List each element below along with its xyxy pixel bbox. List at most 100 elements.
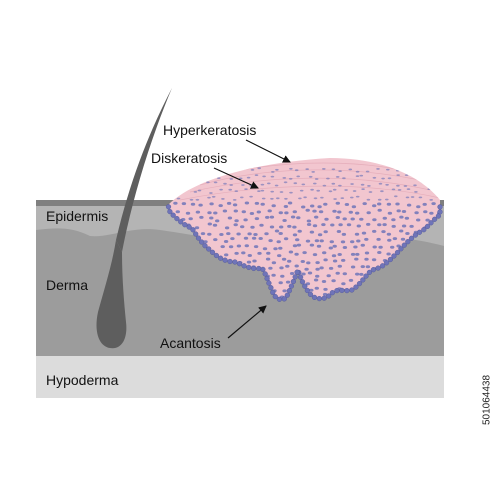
label-acantosis: Acantosis: [160, 335, 221, 351]
cell-nucleus: [385, 183, 389, 186]
cell-nucleus: [427, 188, 432, 191]
basal-cell: [424, 223, 431, 230]
cell-nucleus: [386, 252, 391, 256]
cell-nucleus: [296, 216, 301, 220]
cell-nucleus: [257, 190, 261, 193]
cell-nucleus: [271, 171, 275, 173]
basal-cell: [260, 266, 266, 273]
basal-cell: [195, 235, 202, 241]
cell-nucleus: [354, 257, 359, 261]
cell-nucleus: [203, 240, 208, 244]
cell-nucleus: [372, 204, 377, 208]
cell-nucleus: [392, 237, 398, 241]
cell-nucleus: [169, 169, 173, 172]
cell-nucleus: [372, 245, 377, 249]
cell-nucleus: [253, 245, 259, 249]
stock-image-id: 501064438: [479, 375, 495, 425]
cell-nucleus: [399, 215, 404, 219]
basal-cell: [193, 231, 199, 237]
cell-nucleus: [386, 202, 392, 206]
basal-cell: [190, 227, 196, 233]
cell-nucleus: [217, 177, 221, 180]
cell-nucleus: [213, 211, 218, 215]
cell-nucleus: [283, 181, 288, 184]
cell-nucleus: [283, 237, 289, 241]
cell-nucleus: [346, 223, 352, 227]
cell-nucleus: [315, 261, 320, 265]
cell-nucleus: [391, 224, 396, 228]
cell-nucleus: [360, 243, 365, 247]
cell-nucleus: [274, 229, 280, 233]
cell-nucleus: [213, 238, 218, 242]
cell-nucleus: [331, 168, 336, 171]
cell-nucleus: [396, 209, 401, 213]
cell-nucleus: [413, 184, 417, 187]
cell-nucleus: [315, 274, 320, 278]
cell-nucleus: [322, 292, 328, 296]
cell-nucleus: [441, 198, 445, 200]
cell-nucleus: [236, 232, 241, 236]
basal-cell: [316, 296, 322, 302]
cell-nucleus: [189, 198, 194, 201]
cell-nucleus: [316, 244, 322, 248]
basal-cell: [304, 287, 311, 294]
cell-nucleus: [241, 210, 246, 214]
cell-nucleus: [322, 168, 326, 170]
basal-cell: [174, 216, 180, 222]
cell-nucleus: [365, 170, 370, 173]
cell-nucleus: [382, 216, 387, 220]
cell-nucleus: [260, 183, 265, 186]
cell-nucleus: [229, 178, 234, 180]
cell-nucleus: [242, 167, 246, 170]
cell-nucleus: [337, 210, 342, 214]
basal-cell: [353, 284, 359, 290]
cell-nucleus: [355, 252, 360, 256]
cell-nucleus: [421, 181, 425, 184]
cell-nucleus: [271, 261, 277, 265]
basal-cell: [387, 256, 394, 263]
cell-nucleus: [335, 176, 340, 178]
cell-nucleus: [274, 184, 279, 187]
basal-cell: [349, 287, 355, 293]
cell-nucleus: [207, 232, 212, 236]
label-epidermis: Epidermis: [46, 208, 109, 224]
cell-nucleus: [434, 189, 439, 192]
basal-cell: [276, 296, 283, 302]
cell-nucleus: [209, 192, 213, 194]
cell-nucleus: [326, 177, 330, 180]
cell-nucleus: [305, 208, 310, 212]
cell-nucleus: [431, 169, 436, 172]
cell-nucleus: [276, 197, 280, 200]
cell-nucleus: [401, 224, 407, 228]
cell-nucleus: [352, 190, 357, 192]
cell-nucleus: [243, 236, 249, 240]
cell-nucleus: [296, 175, 301, 178]
cell-nucleus: [292, 233, 298, 237]
cell-nucleus: [309, 243, 315, 247]
cell-nucleus: [348, 210, 353, 214]
cell-nucleus: [261, 197, 266, 200]
keratin-texture: [179, 162, 440, 201]
cell-nucleus: [305, 168, 310, 171]
cell-nucleus: [350, 183, 354, 185]
cell-nucleus: [359, 174, 364, 177]
cell-nucleus: [362, 202, 367, 206]
cell-nucleus: [284, 211, 289, 215]
cell-nucleus: [259, 223, 264, 227]
cell-nucleus: [310, 188, 314, 191]
lesion-body: [168, 158, 440, 300]
cell-nucleus: [335, 271, 340, 275]
cell-nucleus: [299, 189, 304, 192]
cell-nucleus: [332, 244, 337, 248]
cell-nucleus: [232, 203, 238, 207]
cell-nucleus: [283, 205, 289, 208]
cell-nucleus: [350, 265, 356, 269]
basal-cell: [284, 292, 290, 298]
cell-nucleus: [360, 183, 365, 186]
cell-nucleus: [240, 225, 245, 229]
cell-nucleus: [230, 237, 235, 241]
cell-nucleus: [418, 168, 423, 171]
cell-nucleus: [268, 266, 273, 270]
cell-nucleus: [271, 273, 276, 277]
cell-nucleus: [278, 211, 283, 215]
